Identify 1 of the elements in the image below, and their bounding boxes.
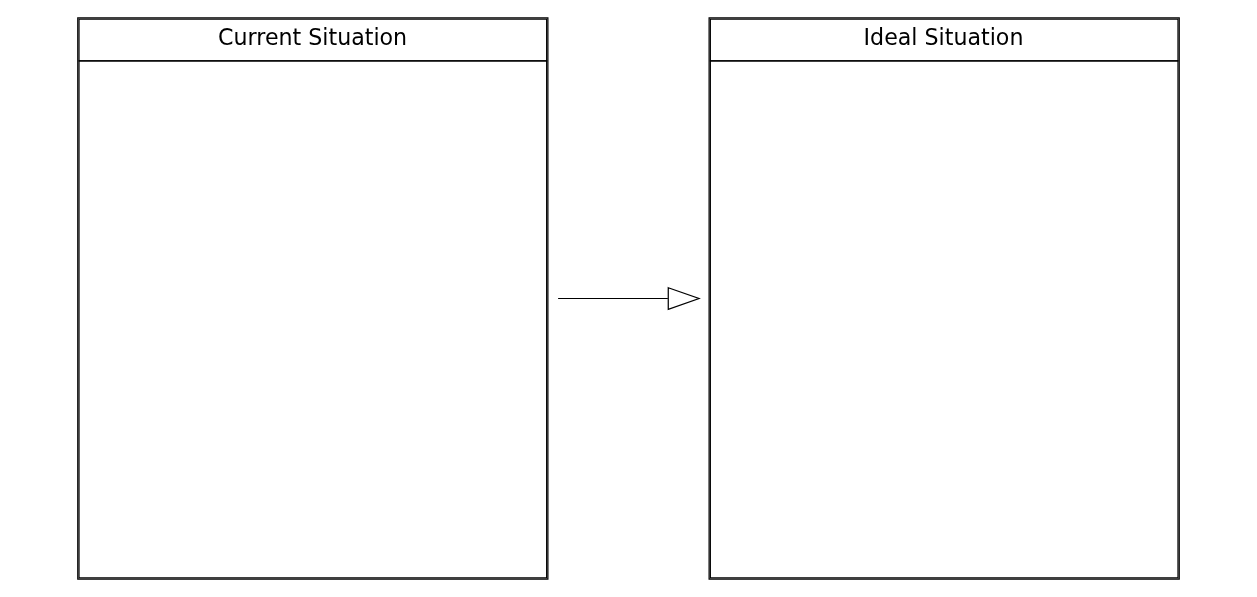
arrow [557,286,701,311]
